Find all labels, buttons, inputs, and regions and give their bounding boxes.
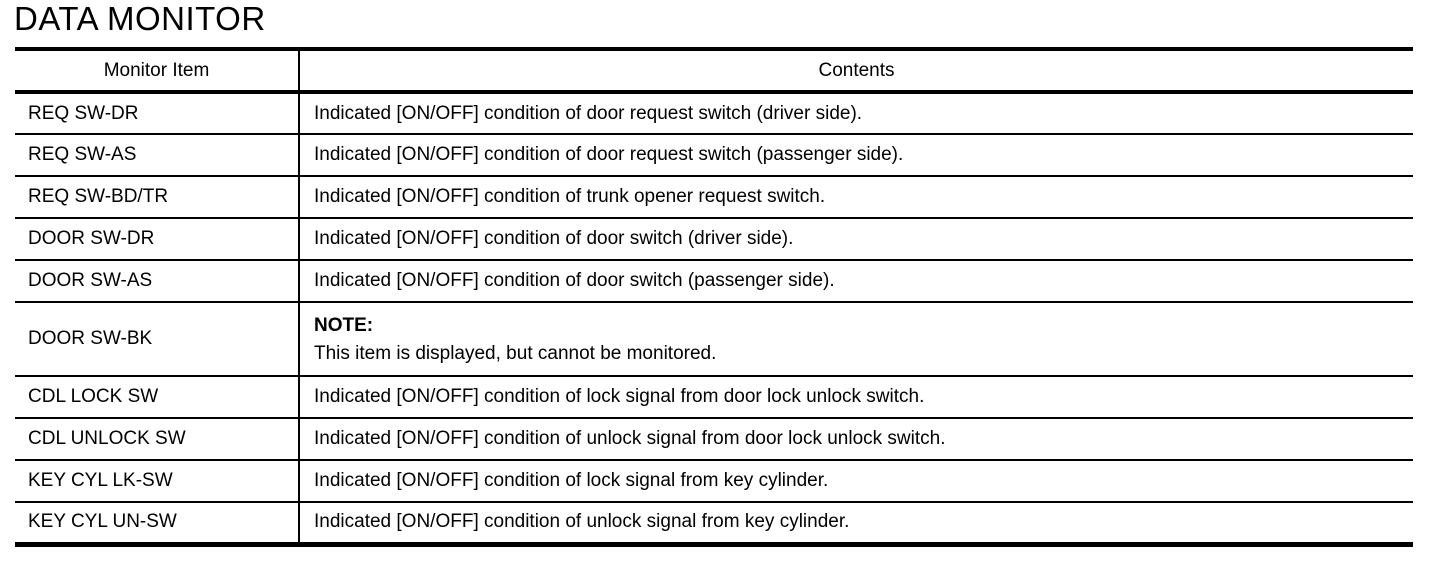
table-row: REQ SW-AS Indicated [ON/OFF] condition o… [15, 134, 1413, 177]
contents-cell: Indicated [ON/OFF] condition of door req… [299, 92, 1413, 135]
column-header-contents: Contents [299, 47, 1413, 94]
contents-cell: Indicated [ON/OFF] condition of door swi… [299, 260, 1413, 303]
table-row: REQ SW-DR Indicated [ON/OFF] condition o… [15, 92, 1413, 135]
table-row: CDL LOCK SW Indicated [ON/OFF] condition… [15, 376, 1413, 419]
monitor-item-cell: REQ SW-AS [15, 134, 300, 177]
monitor-item-cell: CDL LOCK SW [15, 376, 300, 419]
contents-cell: Indicated [ON/OFF] condition of unlock s… [299, 502, 1413, 547]
monitor-item-cell: CDL UNLOCK SW [15, 418, 300, 461]
monitor-item-cell: DOOR SW-AS [15, 260, 300, 303]
table-row: KEY CYL LK-SW Indicated [ON/OFF] conditi… [15, 460, 1413, 503]
monitor-item-cell: DOOR SW-DR [15, 218, 300, 261]
contents-cell: Indicated [ON/OFF] condition of trunk op… [299, 176, 1413, 219]
table-row: KEY CYL UN-SW Indicated [ON/OFF] conditi… [15, 502, 1413, 547]
note-text: This item is displayed, but cannot be mo… [314, 343, 717, 364]
contents-cell: NOTE: This item is displayed, but cannot… [299, 302, 1413, 377]
table-header-row: Monitor Item Contents [15, 47, 1413, 94]
monitor-item-cell: KEY CYL UN-SW [15, 502, 300, 547]
table-row: REQ SW-BD/TR Indicated [ON/OFF] conditio… [15, 176, 1413, 219]
table-row: CDL UNLOCK SW Indicated [ON/OFF] conditi… [15, 418, 1413, 461]
contents-cell: Indicated [ON/OFF] condition of door swi… [299, 218, 1413, 261]
monitor-item-cell: DOOR SW-BK [15, 302, 300, 377]
column-header-monitor-item: Monitor Item [15, 47, 300, 94]
monitor-item-cell: REQ SW-DR [15, 92, 300, 135]
contents-cell: Indicated [ON/OFF] condition of door req… [299, 134, 1413, 177]
data-monitor-table: Monitor Item Contents REQ SW-DR Indicate… [15, 47, 1413, 547]
contents-cell: Indicated [ON/OFF] condition of unlock s… [299, 418, 1413, 461]
table-row: DOOR SW-DR Indicated [ON/OFF] condition … [15, 218, 1413, 261]
contents-cell: Indicated [ON/OFF] condition of lock sig… [299, 460, 1413, 503]
table-row: DOOR SW-AS Indicated [ON/OFF] condition … [15, 260, 1413, 303]
table-row: DOOR SW-BK NOTE: This item is displayed,… [15, 302, 1413, 377]
note-label: NOTE: [314, 315, 374, 336]
page-title: DATA MONITOR [14, 0, 266, 37]
contents-cell: Indicated [ON/OFF] condition of lock sig… [299, 376, 1413, 419]
monitor-item-cell: KEY CYL LK-SW [15, 460, 300, 503]
monitor-item-cell: REQ SW-BD/TR [15, 176, 300, 219]
